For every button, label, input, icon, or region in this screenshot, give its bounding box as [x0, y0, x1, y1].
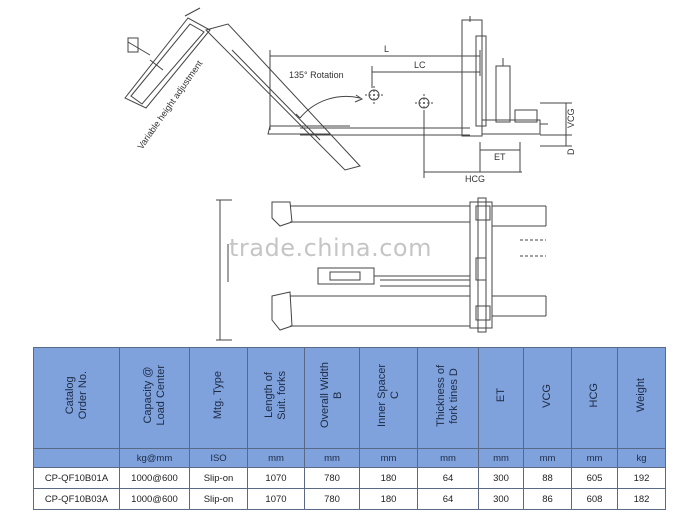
- dimension-lines-right: [423, 102, 572, 178]
- drawing-canvas: L LC 135° Rotation Variable height adjus…: [124, 7, 576, 341]
- cell-overall-width: 780: [304, 467, 360, 489]
- dim-label-lc: LC: [414, 60, 426, 70]
- dim-label-vcg: VCG: [566, 108, 576, 128]
- cell-thickness: 64: [417, 488, 479, 510]
- unit-cell: [33, 448, 120, 468]
- cell-et: 300: [478, 488, 524, 510]
- header-cell: Catalog Order No.: [33, 347, 120, 449]
- cell-fork-length: 1070: [247, 488, 305, 510]
- cell-mtg-type: Slip-on: [189, 467, 248, 489]
- spec-table: Catalog Order No. Capacity @ Load Center…: [33, 347, 666, 510]
- cell-order-no: CP-QF10B03A: [33, 488, 120, 510]
- header-cell: ET: [478, 347, 524, 449]
- cell-capacity: 1000@600: [119, 467, 190, 489]
- unit-cell: mm: [523, 448, 572, 468]
- cell-inner-spacer: 180: [359, 467, 418, 489]
- header-cell: Mtg. Type: [189, 347, 248, 449]
- cell-hcg: 605: [571, 467, 618, 489]
- header-cell: VCG: [523, 347, 572, 449]
- unit-cell: kg: [617, 448, 666, 468]
- table-units-row: kg@mm ISO mm mm mm mm mm mm mm kg: [33, 448, 666, 468]
- header-cell: Length of Suit. forks: [247, 347, 305, 449]
- header-cell: Capacity @ Load Center: [119, 347, 190, 449]
- cell-order-no: CP-QF10B01A: [33, 467, 120, 489]
- header-cell: Overall Width B: [304, 347, 360, 449]
- side-view-fork-assembly: [124, 7, 470, 171]
- header-cell: Weight: [617, 347, 666, 449]
- side-view-carriage: [461, 16, 548, 137]
- rotation-arc: [295, 94, 364, 119]
- cell-vcg: 86: [523, 488, 572, 510]
- plan-view: [216, 197, 547, 341]
- unit-cell: mm: [304, 448, 360, 468]
- header-cell: Inner Spacer C: [359, 347, 418, 449]
- header-cell: Thickness of fork tines D: [417, 347, 479, 449]
- dim-label-et: ET: [494, 152, 506, 162]
- unit-cell: mm: [359, 448, 418, 468]
- unit-cell: mm: [478, 448, 524, 468]
- dim-label-l: L: [384, 44, 389, 54]
- cell-fork-length: 1070: [247, 467, 305, 489]
- cell-mtg-type: Slip-on: [189, 488, 248, 510]
- unit-cell: mm: [571, 448, 618, 468]
- unit-cell: mm: [417, 448, 479, 468]
- load-center-markers: [365, 86, 433, 112]
- watermark: trade.china.com: [229, 234, 432, 262]
- cell-overall-width: 780: [304, 488, 360, 510]
- cell-et: 300: [478, 467, 524, 489]
- dim-label-hcg: HCG: [465, 174, 485, 184]
- unit-cell: mm: [247, 448, 305, 468]
- dim-label-d: D: [566, 148, 576, 155]
- cell-inner-spacer: 180: [359, 488, 418, 510]
- cell-vcg: 88: [523, 467, 572, 489]
- cell-capacity: 1000@600: [119, 488, 190, 510]
- rotation-label: 135° Rotation: [289, 70, 344, 80]
- technical-drawing: L LC 135° Rotation Variable height adjus…: [124, 7, 576, 341]
- table-header-row: Catalog Order No. Capacity @ Load Center…: [33, 347, 666, 449]
- table-row: CP-QF10B01A 1000@600 Slip-on 1070 780 18…: [33, 467, 666, 489]
- table-row: CP-QF10B03A 1000@600 Slip-on 1070 780 18…: [33, 488, 666, 510]
- header-cell: HCG: [571, 347, 618, 449]
- cell-weight: 182: [617, 488, 666, 510]
- cell-thickness: 64: [417, 467, 479, 489]
- unit-cell: kg@mm: [119, 448, 190, 468]
- cell-weight: 192: [617, 467, 666, 489]
- cell-hcg: 608: [571, 488, 618, 510]
- unit-cell: ISO: [189, 448, 248, 468]
